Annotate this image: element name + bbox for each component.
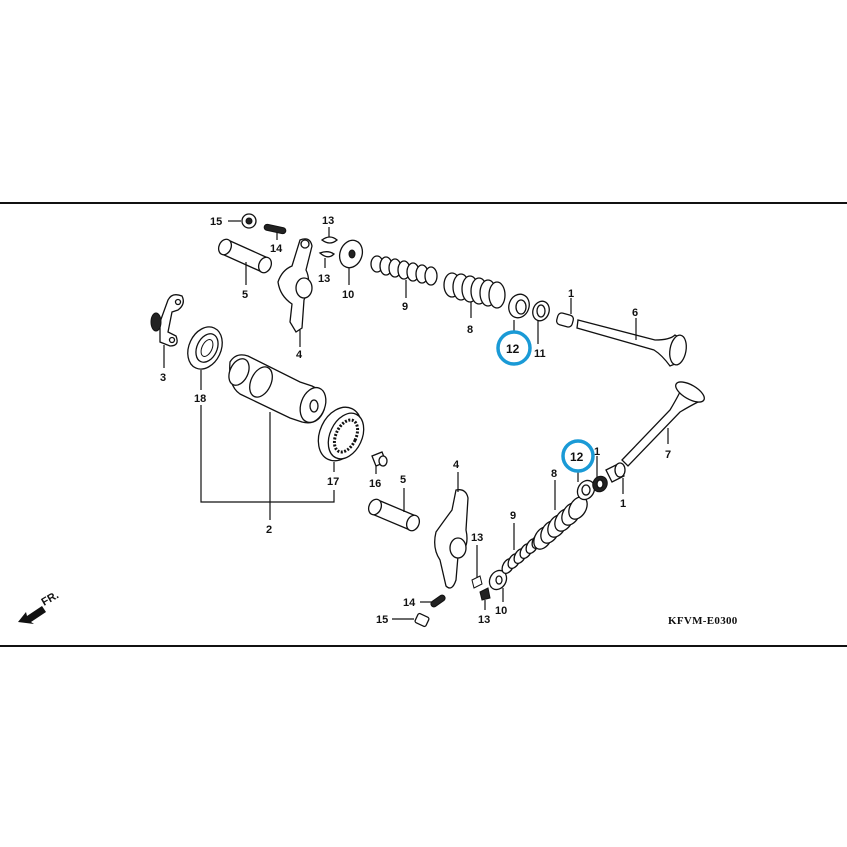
part-17-bearing[interactable] — [310, 400, 371, 472]
label-1-top: 1 — [568, 288, 574, 300]
label-13-bottom-a: 13 — [471, 532, 483, 544]
part-5-rocker-shaft-top[interactable] — [216, 237, 273, 285]
front-direction-arrow-icon — [18, 606, 46, 624]
label-5-bottom: 5 — [400, 474, 406, 486]
part-11-washer[interactable] — [530, 299, 552, 344]
label-1-bottom-b: 1 — [620, 498, 626, 510]
label-13-top-a: 13 — [322, 215, 334, 227]
part-13-cotter-top-a[interactable] — [320, 227, 338, 244]
highlight-ring-12-bottom — [561, 439, 595, 473]
label-16: 16 — [369, 478, 381, 490]
label-17: 17 — [327, 476, 339, 488]
front-direction-label: FR. — [40, 589, 61, 608]
part-9-inner-spring-bottom[interactable] — [500, 523, 547, 575]
part-1-washer-bottom[interactable] — [590, 456, 610, 494]
part-1-valve-guide-top[interactable] — [555, 298, 575, 328]
label-18: 18 — [194, 393, 206, 405]
label-4-bottom: 4 — [453, 459, 460, 471]
part-14-screw-top[interactable] — [263, 223, 287, 240]
label-8-top: 8 — [467, 324, 473, 336]
part-13-cotter-bottom-a[interactable] — [471, 545, 483, 589]
group-bracket-line — [200, 405, 335, 503]
part-1-valve-guide-bottom[interactable] — [605, 462, 626, 494]
part-16-dowel[interactable] — [371, 451, 388, 474]
label-10-top: 10 — [342, 289, 354, 301]
label-4-top: 4 — [296, 349, 303, 361]
part-18-bearing[interactable] — [181, 321, 229, 390]
label-7: 7 — [665, 449, 671, 461]
label-12-bottom: 12 — [570, 450, 584, 464]
label-3: 3 — [160, 372, 166, 384]
highlight-ring-12-top — [496, 330, 532, 366]
part-3-bracket[interactable] — [150, 294, 184, 368]
part-6-valve-top[interactable] — [576, 318, 688, 367]
label-9-bottom: 9 — [510, 510, 516, 522]
part-13-cotter-bottom-b[interactable] — [479, 587, 491, 610]
part-4-rocker-arm-top[interactable] — [277, 238, 313, 347]
diagram-code: KFVM-E0300 — [668, 615, 738, 627]
part-2-camshaft[interactable] — [225, 354, 331, 520]
label-1-bottom-a: 1 — [594, 446, 600, 458]
part-9-inner-spring-top[interactable] — [370, 255, 438, 298]
part-7-valve-bottom[interactable] — [621, 378, 707, 467]
label-5-top: 5 — [242, 289, 248, 301]
part-15-nut-top[interactable] — [228, 213, 257, 229]
label-12-top: 12 — [506, 342, 520, 356]
label-13-bottom-b: 13 — [478, 614, 490, 626]
part-8-outer-spring-bottom[interactable] — [530, 480, 591, 552]
label-9-top: 9 — [402, 301, 408, 313]
label-15-bottom: 15 — [376, 614, 388, 626]
label-6: 6 — [632, 307, 638, 319]
label-14-bottom: 14 — [403, 597, 416, 609]
bottom-border-rule — [0, 645, 847, 647]
part-14-screw-bottom[interactable] — [420, 594, 446, 608]
part-15-nut-bottom[interactable] — [392, 612, 430, 628]
label-14-top: 14 — [270, 243, 283, 255]
part-8-outer-spring-top[interactable] — [443, 272, 506, 318]
part-12-stem-seal-top[interactable] — [505, 291, 532, 332]
label-15-top: 15 — [210, 216, 222, 228]
label-8-bottom: 8 — [551, 468, 557, 480]
part-10-retainer-top[interactable] — [336, 237, 366, 285]
part-5-rocker-shaft-bottom[interactable] — [366, 488, 421, 533]
label-11: 11 — [534, 348, 546, 360]
label-13-top-b: 13 — [318, 273, 330, 285]
part-4-rocker-arm-bottom[interactable] — [434, 472, 469, 589]
label-2: 2 — [266, 524, 272, 536]
part-13-cotter-top-b[interactable] — [318, 251, 336, 268]
top-border-rule — [0, 202, 847, 204]
label-10-bottom: 10 — [495, 605, 507, 617]
